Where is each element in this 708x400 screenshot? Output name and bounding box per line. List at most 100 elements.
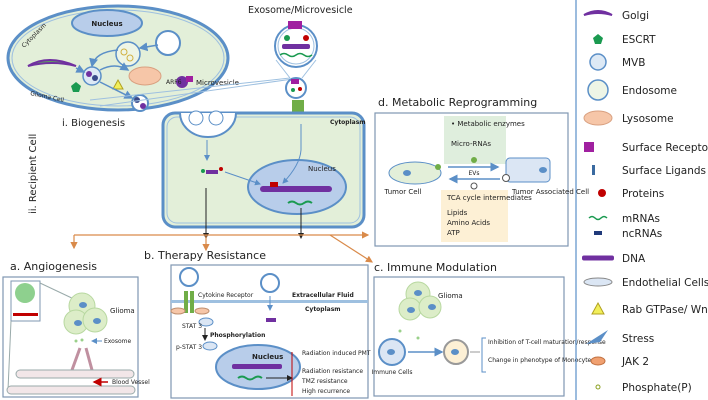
nucleus-label: Nucleus [91, 20, 122, 28]
metabolic-top-box [444, 116, 506, 164]
glioma-cell: Nucleus Cytoplasm Glioma Cell ARF6 Micro… [6, 4, 239, 112]
rab-gtpase-icon [591, 301, 605, 315]
legend-item: Endothelial Cells [583, 277, 708, 289]
legend-item: Surface Ligands [592, 165, 706, 177]
legend-label: JAK 2 [621, 356, 649, 368]
legend-item: Endosome [587, 79, 677, 101]
legend-item: Proteins [598, 188, 664, 200]
metabolic-top-item: • Metabolic enzymes [451, 120, 525, 128]
tumor-cell-label: Tumor Cell [384, 188, 422, 196]
legend-label: ESCRT [622, 34, 656, 46]
legend-item: ncRNAs [594, 228, 662, 240]
exosome-magnified [274, 21, 318, 68]
legend-label: Endosome [622, 85, 677, 97]
biogenesis-label: i. Biogenesis [62, 118, 125, 129]
therapy-outcome: Radiation resistance [302, 368, 363, 375]
blood-vessel [6, 369, 136, 395]
stat3-label: STAT 3 [182, 323, 202, 330]
tumor-associated-cell-label: Tumor Associated Cell [511, 188, 589, 196]
surface-receptors-icon [584, 142, 594, 152]
angio-glioma-label: Glioma [110, 307, 135, 315]
immune-effect: Change in phenotype of Monocytes [488, 357, 594, 364]
surface-ligands-icon [592, 165, 595, 175]
exosome-title: Exosome/Microvesicle [248, 5, 353, 16]
nucleus [71, 9, 143, 37]
stress-icon [586, 330, 608, 344]
phosphorylation-label: Phosphorylation [210, 332, 265, 339]
phosphate-icon [595, 384, 601, 390]
therapy-cytoplasm-label: Cytoplasm [305, 306, 341, 313]
recipient-nucleus-label: Nucleus [308, 165, 336, 173]
ncrna-icon [594, 231, 602, 235]
exosome-small [285, 77, 307, 99]
mrna-icon [588, 215, 608, 221]
endosome [115, 41, 141, 67]
legend-label: Phosphate(P) [622, 382, 692, 394]
extracellular-fluid-label: Extracellular Fluid [292, 292, 354, 299]
legend-label: MVB [622, 57, 645, 69]
legend-label: Endothelial Cells [622, 277, 708, 289]
angiogenesis-panel: Glioma Exosome Blood Vessel [2, 276, 150, 398]
pstat3-label: p-STAT 3 [176, 344, 202, 351]
recipient-cell-label: ii. Recipient Cell [28, 134, 39, 214]
cytokine-receptor-label: Cytokine Receptor [198, 292, 254, 299]
mvb-icon [589, 53, 607, 71]
glioma-cluster [63, 292, 108, 335]
evs-label: EVs [468, 170, 479, 177]
recipient-cell: Cytoplasm Nucleus [161, 110, 366, 239]
legend-item: Golgi [583, 10, 649, 22]
legend-label: Golgi [622, 10, 649, 22]
jak2-icon [590, 356, 606, 366]
rab-gtpase [112, 78, 124, 90]
legend-label: Stress [622, 333, 654, 345]
escrt-icon [593, 34, 603, 44]
legend-item: Surface Receptors [584, 142, 708, 154]
legend-label: ncRNAs [622, 228, 662, 240]
therapy-outcome: Radiation induced PMT [302, 350, 371, 357]
legend-item: JAK 2 [590, 356, 649, 368]
arf6-label: ARF6 [166, 79, 182, 86]
tumor-associated-cell [505, 157, 551, 183]
lysosome-icon [583, 110, 613, 126]
tumor-cell [388, 161, 442, 185]
therapy-outcome: High recurrence [302, 388, 350, 395]
legend-item: MVB [589, 53, 645, 71]
metabolic-bottom-box [441, 190, 508, 242]
recipient-cytoplasm-label: Cytoplasm [330, 119, 366, 126]
endosome-icon [587, 79, 609, 101]
immune-cells-label: Immune Cells [371, 369, 412, 376]
immune-effect: Inhibition of T-cell maturation/response [488, 339, 606, 346]
therapy-outcome: TMZ resistance [301, 378, 348, 385]
golgi-icon [583, 10, 613, 16]
metabolic-title: d. Metabolic Reprogramming [378, 96, 537, 109]
metabolic-bottom-item: Lipids [447, 209, 468, 217]
metabolic-bottom-item: Amino Acids [447, 219, 490, 227]
escrt [71, 82, 81, 92]
legend-item: Stress [586, 330, 654, 345]
proteins-icon [598, 189, 606, 197]
legend-item: Phosphate(P) [595, 382, 692, 394]
legend-item: ESCRT [593, 34, 656, 46]
immune-panel: Glioma Immune Cells Inhibition of T-cell… [371, 276, 606, 397]
released-cargo [201, 167, 223, 174]
lysosome [128, 66, 162, 86]
therapy-nucleus-label: Nucleus [252, 353, 283, 361]
metabolic-top-item: Micro-RNAs [451, 140, 491, 148]
legend-label: DNA [622, 253, 646, 265]
metabolic-panel: • Metabolic enzymes Micro-RNAs Tumor Cel… [374, 112, 589, 247]
metabolic-bottom-item: TCA cycle intermediates [446, 194, 532, 202]
legend-item: mRNAs [588, 213, 660, 225]
legend-label: mRNAs [622, 213, 660, 225]
legend-item: Lysosome [583, 110, 674, 126]
legend-label: Proteins [622, 188, 664, 200]
microvesicle-label: Microvesicle [196, 79, 239, 87]
legend-item: DNA [582, 253, 646, 265]
legend-label: Surface Receptors [622, 142, 708, 154]
endothelial-cells-icon [583, 277, 613, 287]
legend-label: Lysosome [622, 113, 674, 125]
metabolic-bottom-item: ATP [447, 229, 460, 237]
legend-label: Surface Ligands [622, 165, 706, 177]
angio-exosome-label: Exosome [104, 338, 131, 345]
